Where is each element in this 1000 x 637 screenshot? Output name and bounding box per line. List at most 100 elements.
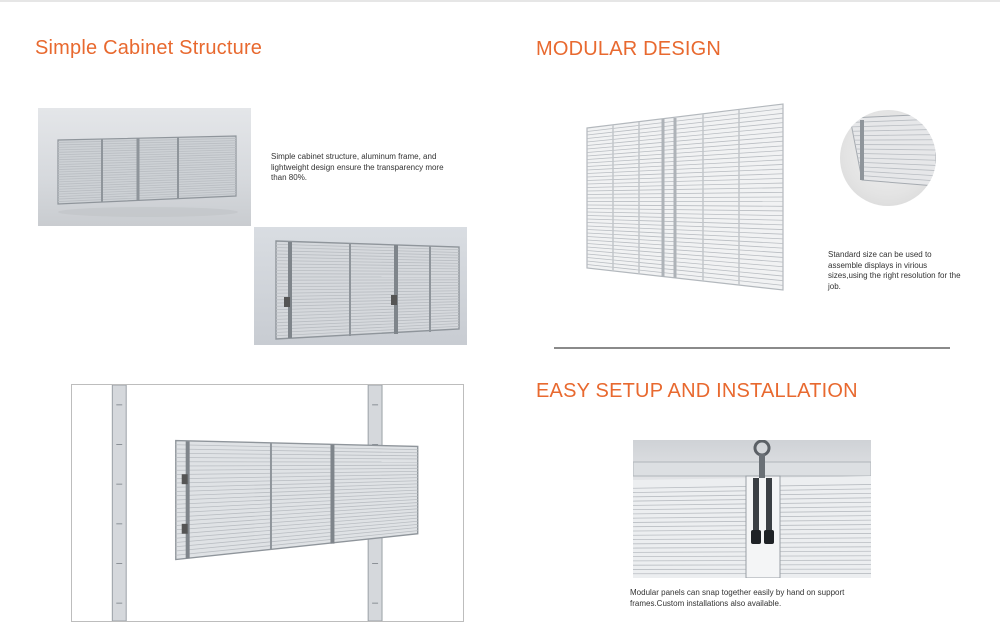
louver-line xyxy=(275,320,460,330)
louver-line xyxy=(57,165,237,173)
louver-line xyxy=(175,502,418,518)
louver-line xyxy=(275,325,460,337)
louver-line xyxy=(852,129,936,132)
louver-line xyxy=(586,140,784,157)
louver-line xyxy=(858,161,936,166)
louver-lines xyxy=(57,137,237,202)
louver-line xyxy=(586,159,784,171)
louver-line xyxy=(57,151,237,158)
louver-line xyxy=(275,263,460,267)
louver-line xyxy=(275,282,460,284)
louver-line xyxy=(586,218,784,226)
installation-illustration xyxy=(633,440,871,578)
louver-line xyxy=(275,273,460,275)
louver-line xyxy=(175,483,418,492)
louver-line xyxy=(275,287,460,291)
louver-line xyxy=(275,253,460,259)
cabinet-heading: Simple Cabinet Structure xyxy=(35,37,263,59)
louver-line xyxy=(861,175,936,182)
louver-line xyxy=(275,323,460,333)
louver-line xyxy=(175,514,418,535)
louver-line xyxy=(175,520,418,543)
louver-line xyxy=(275,284,460,288)
louver-line xyxy=(275,270,460,272)
louver-lines xyxy=(850,118,936,182)
louver-line xyxy=(57,160,237,168)
louver-line xyxy=(586,239,784,254)
louver-line xyxy=(586,108,784,132)
louver-line xyxy=(586,204,784,207)
louver-line xyxy=(57,163,237,170)
louver-line xyxy=(586,187,784,192)
louver-line xyxy=(586,264,784,286)
louver-line xyxy=(275,260,460,264)
louver-line xyxy=(275,293,460,297)
louver-line xyxy=(586,196,784,199)
louver-line xyxy=(57,177,237,185)
louver-line xyxy=(57,174,237,183)
louver-line xyxy=(275,266,460,270)
louver-line xyxy=(859,166,936,171)
modular-panel-illustration xyxy=(586,103,784,291)
louver-line xyxy=(275,247,460,253)
louver-line xyxy=(57,170,237,178)
louver-line xyxy=(586,232,784,244)
louver-lines xyxy=(586,108,784,286)
louver-line xyxy=(586,126,784,146)
louver-line xyxy=(175,452,418,457)
louver-line xyxy=(57,181,237,190)
louver-line xyxy=(275,243,460,251)
louver-line xyxy=(57,172,237,180)
louver-line xyxy=(856,153,936,156)
louver-line xyxy=(57,186,237,195)
cabinet-panel-illustration xyxy=(57,135,238,217)
cabinet-panel-angle-illustration xyxy=(275,240,460,340)
louver-line xyxy=(57,179,237,188)
louver-line xyxy=(586,173,784,181)
louver-line xyxy=(57,144,237,151)
louver-line xyxy=(853,134,936,137)
louver-line xyxy=(586,164,784,174)
support-frame-photo xyxy=(71,384,464,622)
louver-line xyxy=(275,314,460,324)
louver-line xyxy=(586,122,784,143)
louver-line xyxy=(175,464,418,467)
louver-line xyxy=(586,260,784,282)
louver-line xyxy=(586,136,784,153)
louver-line xyxy=(586,215,784,221)
louver-line xyxy=(175,480,418,488)
louver-line xyxy=(586,117,784,139)
louver-line xyxy=(57,156,237,163)
louver-line xyxy=(586,243,784,258)
louver-line xyxy=(175,474,418,480)
modular-heading: MODULAR DESIGN xyxy=(536,38,722,60)
louver-line xyxy=(57,137,237,143)
louver-line xyxy=(175,467,418,471)
louver-line xyxy=(57,154,237,161)
setup-heading: EASY SETUP AND INSTALLATION xyxy=(536,380,858,402)
louver-lines xyxy=(175,444,418,556)
louver-line xyxy=(175,492,418,505)
louver-line xyxy=(275,290,460,294)
louver-line xyxy=(275,298,460,304)
louver-line xyxy=(57,142,237,148)
louver-line xyxy=(586,257,784,277)
louver-line xyxy=(57,149,237,156)
louver-line xyxy=(586,168,784,178)
louver-line xyxy=(57,188,237,198)
louver-line xyxy=(586,154,784,167)
louver-line xyxy=(175,448,418,454)
louver-line xyxy=(57,190,237,200)
louver-line xyxy=(57,193,237,202)
cabinet-photo-front xyxy=(38,108,251,226)
louver-line xyxy=(586,211,784,216)
modular-caption: Standard size can be used to assemble di… xyxy=(828,250,961,291)
louver-line xyxy=(57,184,237,193)
louver-line xyxy=(175,444,418,450)
louver-line xyxy=(586,225,784,235)
louver-lines xyxy=(275,243,460,337)
louver-line xyxy=(586,131,784,150)
louver-line xyxy=(857,157,936,161)
louver-line xyxy=(175,471,418,475)
louver-line xyxy=(275,317,460,327)
